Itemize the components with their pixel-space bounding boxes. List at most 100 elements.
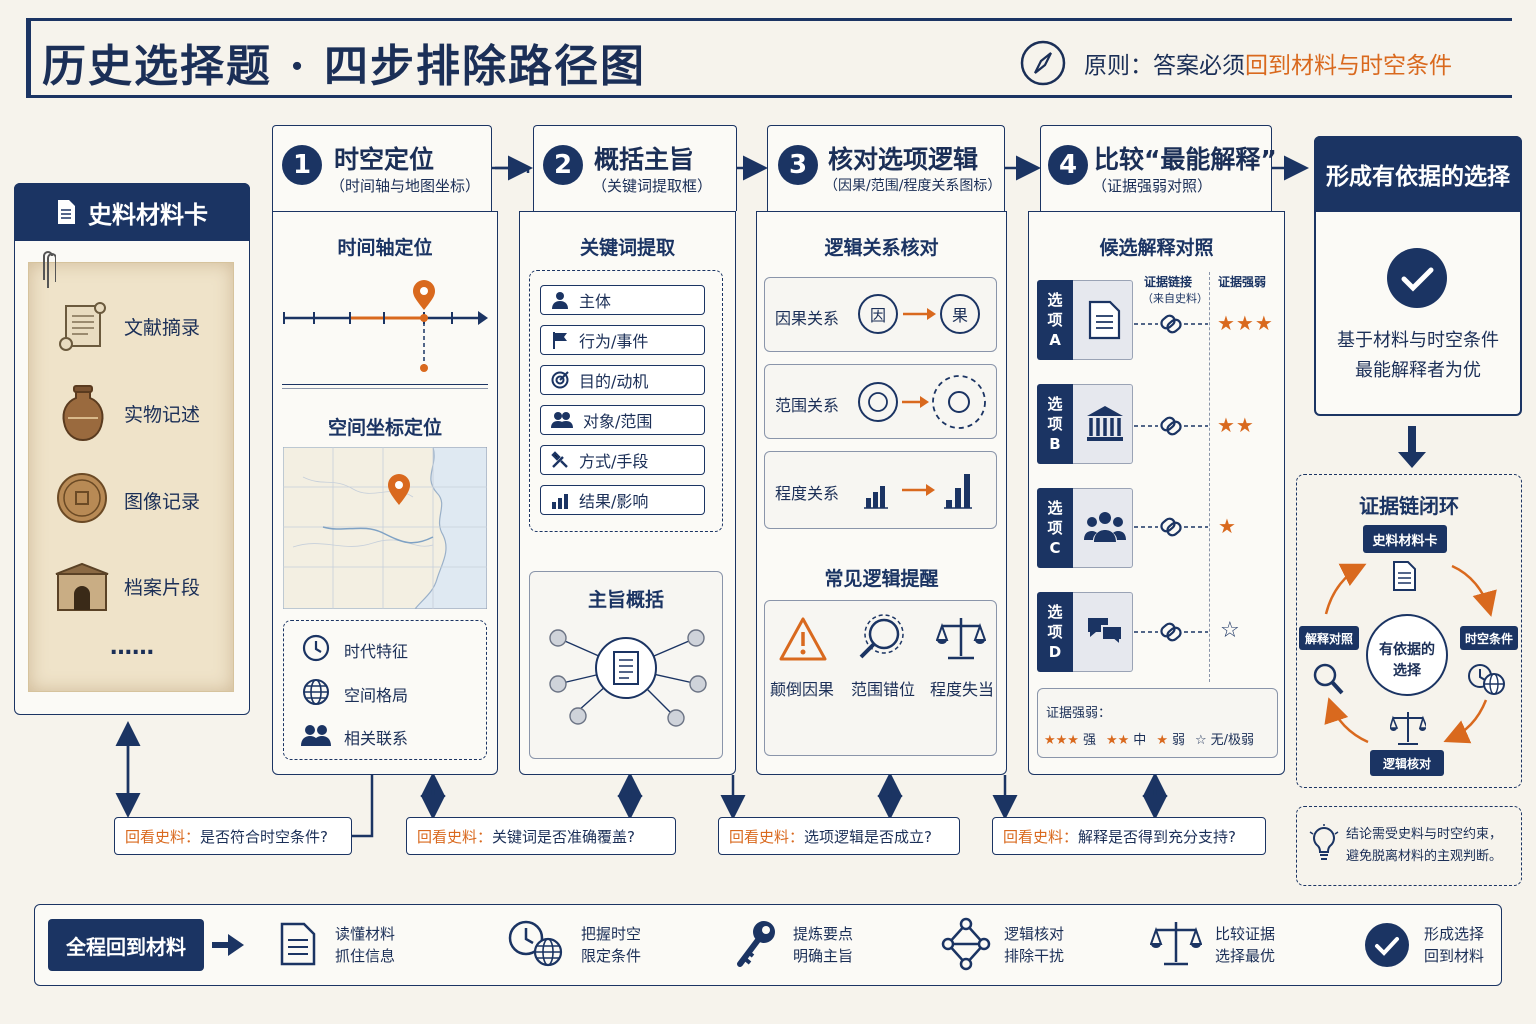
material-item-3: 图像记录 bbox=[124, 491, 201, 513]
document-icon bbox=[280, 922, 316, 966]
loop-center-line: 选择 bbox=[1393, 663, 1421, 679]
target-icon bbox=[551, 371, 569, 389]
review-box-2[interactable]: 回看史料：关键词是否准确覆盖? bbox=[406, 817, 676, 855]
document-icon bbox=[58, 200, 75, 224]
keyword-label: 目的/动机 bbox=[579, 372, 649, 391]
review-box-1[interactable]: 回看史料：是否符合时空条件? bbox=[114, 817, 352, 855]
coin-icon bbox=[57, 473, 107, 523]
scale-icon bbox=[1390, 712, 1426, 745]
keyword-label: 对象/范围 bbox=[583, 412, 653, 431]
institution-icon bbox=[1087, 406, 1123, 441]
loop-center-line: 有依据的 bbox=[1379, 642, 1435, 658]
keyword-box bbox=[529, 270, 723, 532]
reminder-reverse-cause: 颠倒因果 bbox=[770, 680, 835, 699]
map-title: 空间坐标定位 bbox=[327, 417, 442, 439]
col-evidence-strength: 证据强弱 bbox=[1218, 275, 1267, 289]
effect-node: 果 bbox=[940, 294, 980, 334]
person-icon bbox=[552, 292, 568, 309]
step-4-title: 比较“最能解释” bbox=[1094, 145, 1277, 174]
bottom-item-2: 把握时空限定条件 bbox=[581, 923, 641, 967]
review-box-4[interactable]: 回看史料：解释是否得到充分支持? bbox=[992, 817, 1266, 855]
scale-icon bbox=[936, 618, 986, 660]
keyword-subject[interactable]: 主体 bbox=[540, 285, 705, 315]
keyword-action[interactable]: 行为/事件 bbox=[540, 325, 705, 355]
header-frame bbox=[26, 18, 1512, 98]
review-text: 是否符合时空条件? bbox=[200, 827, 328, 846]
tools-icon bbox=[551, 451, 568, 468]
legend-stars: ☆ bbox=[1194, 733, 1207, 748]
legend-text: 无/极弱 bbox=[1210, 733, 1255, 748]
keyword-object[interactable]: 对象/范围 bbox=[540, 405, 705, 435]
bottom-item-line: 读懂材料 bbox=[335, 925, 396, 943]
magnifier-icon bbox=[1313, 663, 1344, 695]
link-icon bbox=[1134, 314, 1208, 334]
keyword-title: 关键词提取 bbox=[579, 237, 675, 259]
option-c-card bbox=[1073, 488, 1133, 568]
bottom-item-line: 限定条件 bbox=[581, 947, 642, 965]
pottery-jar-icon bbox=[62, 385, 104, 442]
group-icon bbox=[551, 412, 573, 428]
material-more: …… bbox=[110, 635, 154, 660]
loop-spacetime: 时空条件 bbox=[1460, 626, 1518, 650]
bottom-item-4: 逻辑核对排除干扰 bbox=[1004, 923, 1064, 967]
bottom-item-5: 比较证据选择最优 bbox=[1215, 923, 1275, 967]
orange-arrow bbox=[903, 308, 936, 320]
legend-text: 弱 bbox=[1171, 733, 1185, 748]
arrow-right-icon bbox=[212, 934, 244, 956]
clock-icon bbox=[302, 634, 330, 662]
keyword-method[interactable]: 方式/手段 bbox=[540, 445, 705, 475]
page-title: 历史选择题 · 四步排除路径图 bbox=[42, 41, 646, 92]
conclusion-line: 结论需受史料与时空约束， bbox=[1346, 827, 1503, 842]
feature-box bbox=[283, 620, 487, 760]
scope-graphic bbox=[858, 375, 986, 429]
conclusion-note bbox=[1296, 806, 1522, 886]
divider bbox=[282, 388, 488, 389]
bottom-item-line: 回到材料 bbox=[1424, 947, 1485, 965]
relation-degree-label: 程度关系 bbox=[775, 484, 840, 503]
relation-scope-label: 范围关系 bbox=[775, 396, 840, 415]
loop-logic-check: 逻辑核对 bbox=[1370, 750, 1444, 776]
col-evidence-link-sub: （来自史料） bbox=[1142, 292, 1208, 305]
review-text: 解释是否得到充分支持? bbox=[1078, 827, 1236, 846]
step-2-title: 概括主旨 bbox=[594, 145, 695, 174]
link-icon bbox=[1134, 416, 1208, 436]
option-b-card bbox=[1073, 384, 1133, 464]
evidence-loop-title: 证据链闭环 bbox=[1359, 494, 1459, 518]
bottom-item-3: 提炼要点明确主旨 bbox=[793, 923, 853, 967]
principle-text: 原则：答案必须回到材料与时空条件 bbox=[1084, 46, 1452, 80]
keyword-label: 主体 bbox=[579, 292, 612, 311]
compass-icon bbox=[1020, 40, 1066, 86]
loop-center bbox=[1366, 614, 1448, 696]
timeline-graphic bbox=[283, 280, 488, 372]
keyword-result[interactable]: 结果/影响 bbox=[540, 485, 705, 515]
bottom-item-line: 比较证据 bbox=[1215, 925, 1276, 943]
group-icon bbox=[1084, 512, 1126, 542]
material-item-4: 档案片段 bbox=[124, 577, 201, 599]
conclusion-line: 避免脱离材料的主观判断。 bbox=[1346, 849, 1503, 864]
step-2-number: 2 bbox=[543, 145, 583, 185]
network-icon bbox=[941, 917, 991, 971]
material-card-header: 史料材料卡 bbox=[14, 183, 250, 241]
step-3-title: 核对选项逻辑 bbox=[828, 145, 979, 174]
loop-interpretation: 解释对照 bbox=[1299, 626, 1359, 650]
reminder-title: 常见逻辑提醒 bbox=[824, 568, 939, 590]
col-evidence-link: 证据链接 bbox=[1144, 275, 1193, 289]
bottom-strip bbox=[34, 904, 1502, 986]
conclusion-text: 结论需受史料与时空约束， 避免脱离材料的主观判断。 bbox=[1346, 824, 1502, 868]
document-icon bbox=[1088, 300, 1121, 340]
keyword-label: 方式/手段 bbox=[579, 452, 649, 471]
result-text-2: 最能解释者为优 bbox=[1355, 360, 1481, 381]
legend-title: 证据强弱： bbox=[1046, 706, 1112, 721]
keyword-purpose[interactable]: 目的/动机 bbox=[540, 365, 705, 395]
legend-stars: ★★★ bbox=[1044, 733, 1079, 748]
material-item-2: 实物记述 bbox=[124, 404, 201, 426]
keyword-label: 结果/影响 bbox=[579, 492, 649, 511]
review-box-3[interactable]: 回看史料：选项逻辑是否成立? bbox=[718, 817, 960, 855]
review-text: 选项逻辑是否成立? bbox=[804, 827, 932, 846]
archive-gate-icon bbox=[55, 562, 109, 611]
option-c-stars: ★ bbox=[1218, 514, 1237, 538]
